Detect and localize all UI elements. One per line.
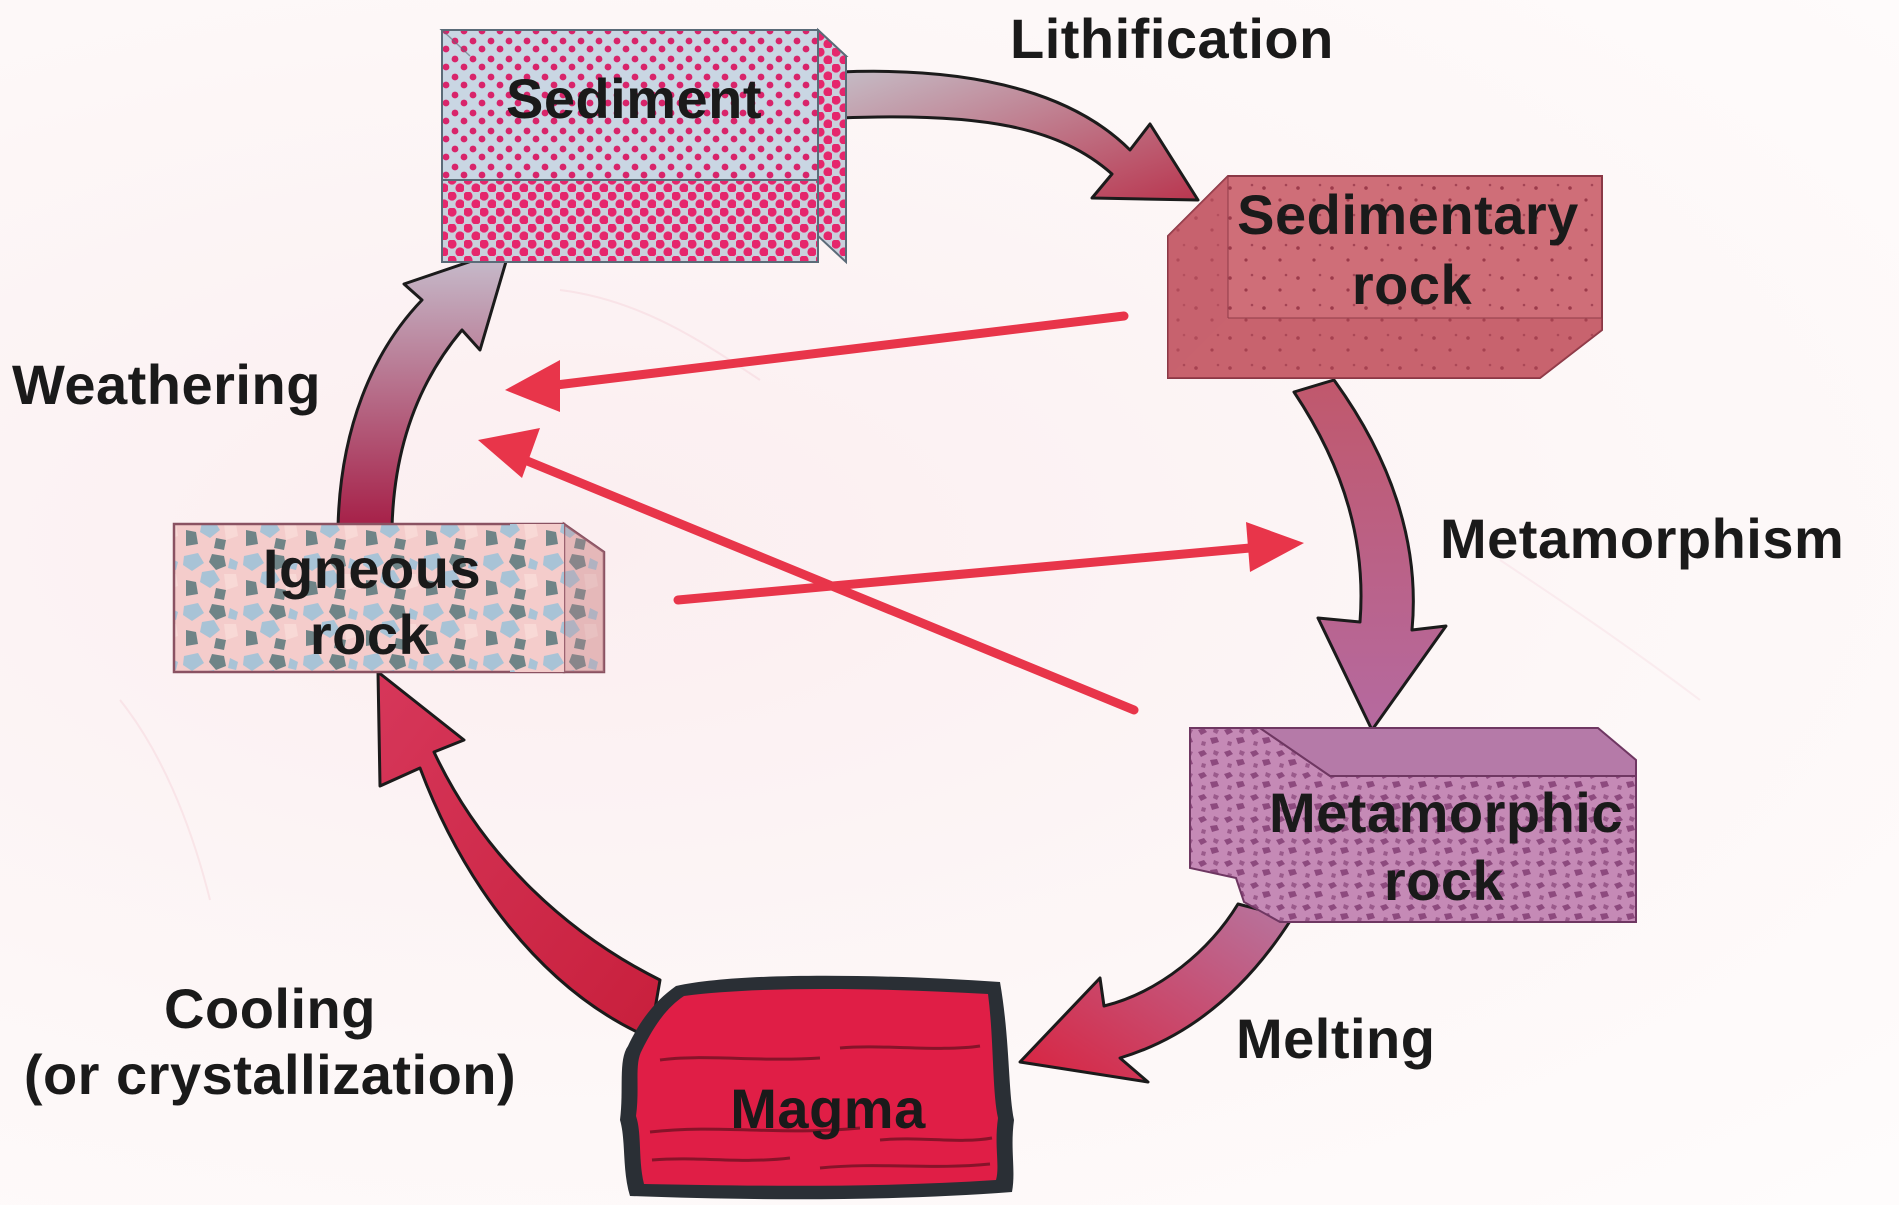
igneous-rock-block: Igneous rock (174, 524, 604, 672)
metamorphic-rock-label-line1: Metamorphic (1269, 781, 1623, 844)
igneous-rock-label-line2: rock (310, 603, 431, 666)
metamorphic-rock-block: Metamorphic rock (1190, 728, 1636, 922)
lithification-label: Lithification (1010, 7, 1334, 70)
cooling-arrow (378, 672, 660, 1038)
magma-block: Magma (620, 976, 1014, 1200)
weathering-label: Weathering (12, 353, 321, 416)
metamorphic-rock-label-line2: rock (1384, 849, 1505, 912)
arrowhead (478, 428, 540, 478)
melting-label: Melting (1236, 1007, 1435, 1070)
arrowhead (505, 360, 560, 412)
sedimentary-rock-block: Sedimentary rock (1168, 176, 1602, 378)
cooling-label-line1: Cooling (164, 977, 376, 1040)
weathering-arrow (338, 248, 510, 528)
sedimentary-rock-label-line1: Sedimentary (1237, 183, 1579, 246)
arrowhead (1246, 522, 1304, 572)
igneous-rock-label-line1: Igneous (263, 537, 481, 600)
metamorphism-arrow (1294, 380, 1446, 730)
metamorphism-label: Metamorphism (1440, 507, 1844, 570)
sedimentary-to-weathering-arrow (548, 316, 1124, 386)
sediment-block: Sediment (442, 30, 846, 262)
cooling-label-line2: (or crystallization) (24, 1043, 516, 1106)
lithification-arrow (840, 71, 1198, 200)
sedimentary-rock-label-line2: rock (1352, 253, 1473, 316)
magma-label: Magma (730, 1077, 926, 1140)
sediment-label: Sediment (506, 67, 762, 130)
